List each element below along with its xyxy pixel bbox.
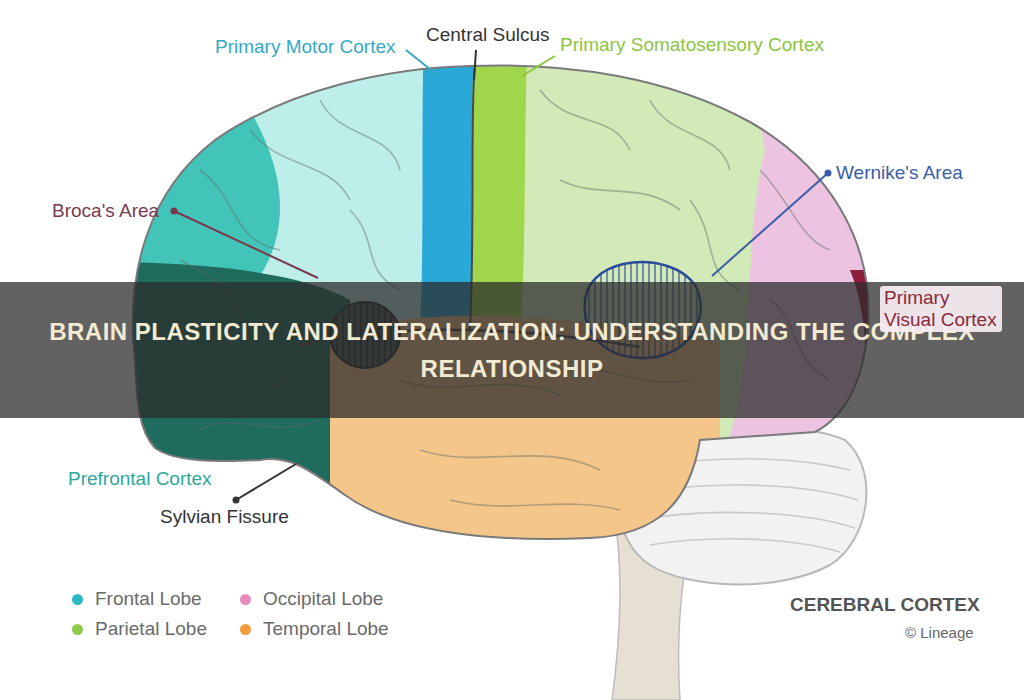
leader-line: [712, 173, 828, 276]
leader-lines: [171, 50, 832, 504]
legend-item: Temporal Lobe: [240, 618, 389, 640]
label-box: CEREBRAL CORTEX: [790, 594, 980, 616]
legend-swatch: [240, 624, 251, 635]
cerebellum-fold: [640, 512, 855, 528]
gyrus-line: [420, 450, 600, 470]
gyrus-line: [200, 420, 320, 430]
gyrus-line: [690, 200, 740, 290]
region-label: Broca's Area: [52, 200, 159, 222]
legend-text: Frontal Lobe: [95, 588, 202, 610]
region-label: Wernike's Area: [836, 162, 963, 184]
label-box: Primary Motor Cortex: [215, 36, 396, 58]
label-box: Central Sulcus: [426, 24, 550, 46]
legend-item: Occipital Lobe: [240, 588, 383, 610]
leader-line: [522, 56, 555, 76]
region-label: © Lineage: [905, 622, 974, 644]
gyrus-line: [450, 500, 620, 510]
region-label: Central Sulcus: [426, 24, 550, 46]
gyrus-line: [200, 170, 280, 250]
legend-swatch: [240, 594, 251, 605]
label-box: Sylvian Fissure: [160, 506, 289, 528]
region-label: Primary Motor Cortex: [215, 36, 396, 58]
region-label: Sylvian Fissure: [160, 506, 289, 528]
region-label: Prefrontal Cortex: [68, 468, 212, 490]
title-banner-box: BRAIN PLASTICITY AND LATERALIZATION: UND…: [0, 282, 1024, 418]
label-box: Broca's Area: [52, 200, 159, 222]
gyrus-line: [350, 210, 400, 290]
gyrus-line: [650, 100, 730, 170]
legend-swatch: [72, 594, 83, 605]
region-label: Primary Somatosensory Cortex: [560, 34, 824, 56]
legend-swatch: [72, 624, 83, 635]
legend-text: Parietal Lobe: [95, 618, 207, 640]
gyrus-line: [760, 170, 830, 250]
region-label: Primary Visual Cortex: [880, 286, 1002, 332]
title-text: BRAIN PLASTICITY AND LATERALIZATION: UND…: [42, 313, 982, 387]
gyrus-line: [320, 100, 400, 170]
gyrus-line: [540, 90, 630, 150]
gyrus-line: [560, 180, 680, 210]
leader-line: [174, 211, 318, 278]
legend-item: Parietal Lobe: [72, 618, 207, 640]
leader-line: [406, 50, 436, 74]
label-box: Primary Somatosensory Cortex: [560, 34, 824, 56]
legend-item: Frontal Lobe: [72, 588, 202, 610]
legend-text: Occipital Lobe: [263, 588, 383, 610]
label-box: Primary Visual Cortex: [880, 286, 1002, 332]
label-box: © Lineage: [905, 622, 974, 644]
title-banner: [0, 282, 1024, 418]
label-box: Wernike's Area: [836, 162, 963, 184]
motor-strip: [420, 0, 475, 330]
leader-line: [236, 464, 296, 500]
label-box: Prefrontal Cortex: [68, 468, 212, 490]
leader-line: [474, 50, 476, 80]
region-label: CEREBRAL CORTEX: [790, 594, 980, 616]
gyrus-line: [250, 130, 350, 200]
legend-text: Temporal Lobe: [263, 618, 389, 640]
cerebellum-fold: [650, 539, 840, 552]
